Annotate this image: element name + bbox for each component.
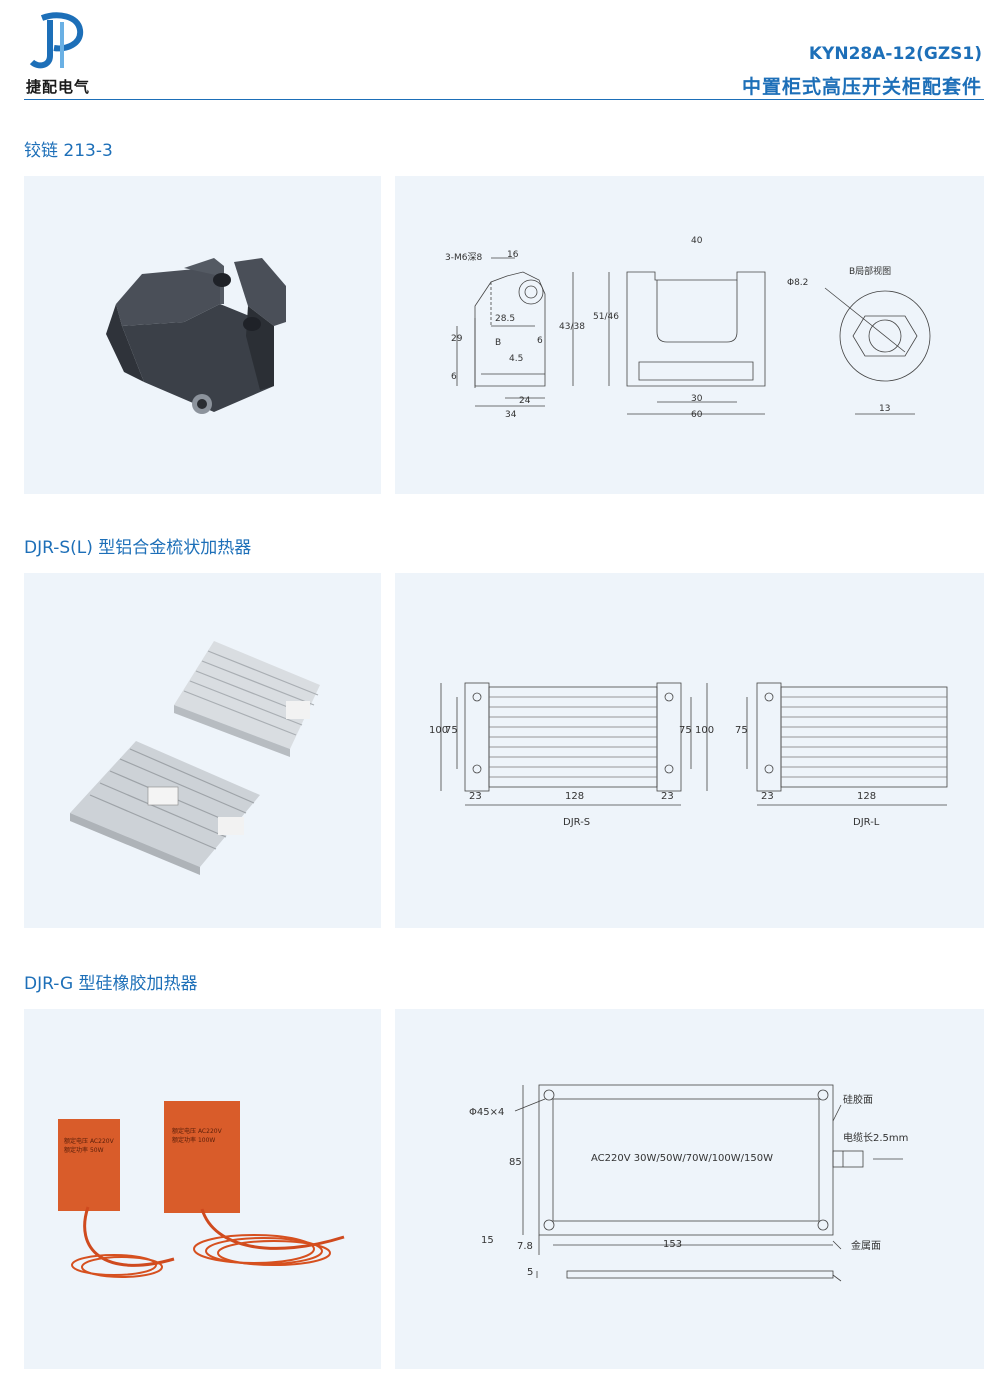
dim-23c: 23 <box>761 791 774 802</box>
dim-7-8: 7.8 <box>517 1241 533 1252</box>
hinge-drawing <box>456 257 931 415</box>
label-djr-l: DJR-L <box>853 817 880 828</box>
dim-40: 40 <box>691 236 703 246</box>
dim-29: 29 <box>451 334 463 344</box>
dim-13: 13 <box>879 404 891 414</box>
dim-128a: 128 <box>565 791 585 802</box>
plate-text-b: 额定电压 AC220V 额定功率 100W <box>172 1127 222 1145</box>
plate-b-voltage-label: 额定电压 <box>172 1128 197 1135</box>
plate-b-voltage-value: AC220V <box>197 1128 222 1135</box>
hinge-drawing-panel: 3-M6深8 16 40 Φ8.2 B局部视图 28.5 29 B 6 4.5 … <box>395 176 984 494</box>
label-silicone-face: 硅胶面 <box>843 1095 873 1106</box>
plate-text-a: 额定电压 AC220V 额定功率 50W <box>64 1137 114 1155</box>
dim-43-38: 43/38 <box>559 322 585 332</box>
section-title-djr-g: DJR-G 型硅橡胶加热器 <box>24 974 198 994</box>
djr-sl-drawing <box>440 682 948 806</box>
dim-30: 30 <box>691 394 703 404</box>
dim-phi: Φ8.2 <box>787 278 809 288</box>
dim-153: 153 <box>663 1239 683 1250</box>
label-djr-s: DJR-S <box>563 817 591 828</box>
dim-100b: 100 <box>695 725 715 736</box>
djr-g-photo-panel: 额定电压 AC220V 额定功率 50W 额定电压 AC220V 额定功率 10… <box>24 1009 381 1369</box>
dim-b: B <box>495 338 502 348</box>
header-divider <box>24 99 984 100</box>
page-title: 中置柜式高压开关柜配套件 <box>741 76 982 98</box>
dim-16: 16 <box>507 250 519 260</box>
dim-holes: Φ45×4 <box>469 1107 505 1118</box>
plate-a-voltage-value: AC220V <box>89 1138 114 1145</box>
plate-b-power-label: 额定功率 <box>172 1137 197 1144</box>
dim-51-46: 51/46 <box>593 312 619 322</box>
dim-4-5: 4.5 <box>509 354 524 364</box>
plate-a-power-value: 50W <box>89 1147 104 1154</box>
section-title-djr-sl: DJR-S(L) 型铝合金梳状加热器 <box>24 538 252 558</box>
dim-34: 34 <box>505 410 517 420</box>
dim-hole: 3-M6深8 <box>445 253 483 263</box>
plate-a-voltage-label: 额定电压 <box>64 1138 89 1145</box>
dim-128b: 128 <box>857 791 877 802</box>
djr-sl-photo <box>70 641 320 875</box>
dim-24: 24 <box>519 396 531 406</box>
section-title-hinge: 铰链 213-3 <box>24 141 113 161</box>
plate-b-power-value: 100W <box>197 1137 216 1144</box>
company-name: 捷配电气 <box>26 78 91 96</box>
dim-15: 15 <box>481 1235 494 1246</box>
djr-g-drawing-panel: Φ45×4 硅胶面 电缆长2.5mm AC220V 30W/50W/70W/10… <box>395 1009 984 1369</box>
dim-100a: 100 <box>429 725 449 736</box>
djr-sl-photo-panel <box>24 573 381 928</box>
plate-a-power-label: 额定功率 <box>64 1147 89 1154</box>
dim-6b: 6 <box>451 372 457 382</box>
label-spec: AC220V 30W/50W/70W/100W/150W <box>591 1153 774 1164</box>
dim-23a: 23 <box>469 791 482 802</box>
company-logo <box>29 12 84 69</box>
dim-23b: 23 <box>661 791 674 802</box>
dim-75b: 75 <box>679 725 692 736</box>
dim-60: 60 <box>691 410 703 420</box>
dim-75c: 75 <box>735 725 748 736</box>
dim-85: 85 <box>509 1157 522 1168</box>
label-metal-face: 金属面 <box>851 1241 881 1252</box>
hinge-photo <box>106 258 286 414</box>
view-label: B局部视图 <box>849 267 892 277</box>
dim-6a: 6 <box>537 336 543 346</box>
dim-75a: 75 <box>445 725 458 736</box>
product-model: KYN28A-12(GZS1) <box>808 44 982 64</box>
hinge-photo-panel <box>24 176 381 494</box>
djr-g-drawing <box>514 1084 903 1282</box>
label-cable: 电缆长2.5mm <box>843 1133 909 1144</box>
dim-28-5: 28.5 <box>495 314 516 324</box>
dim-5: 5 <box>527 1267 534 1278</box>
djr-g-photo <box>58 1101 345 1278</box>
djr-sl-drawing-panel: 100 75 75 100 75 23 128 23 23 128 DJR-S … <box>395 573 984 928</box>
